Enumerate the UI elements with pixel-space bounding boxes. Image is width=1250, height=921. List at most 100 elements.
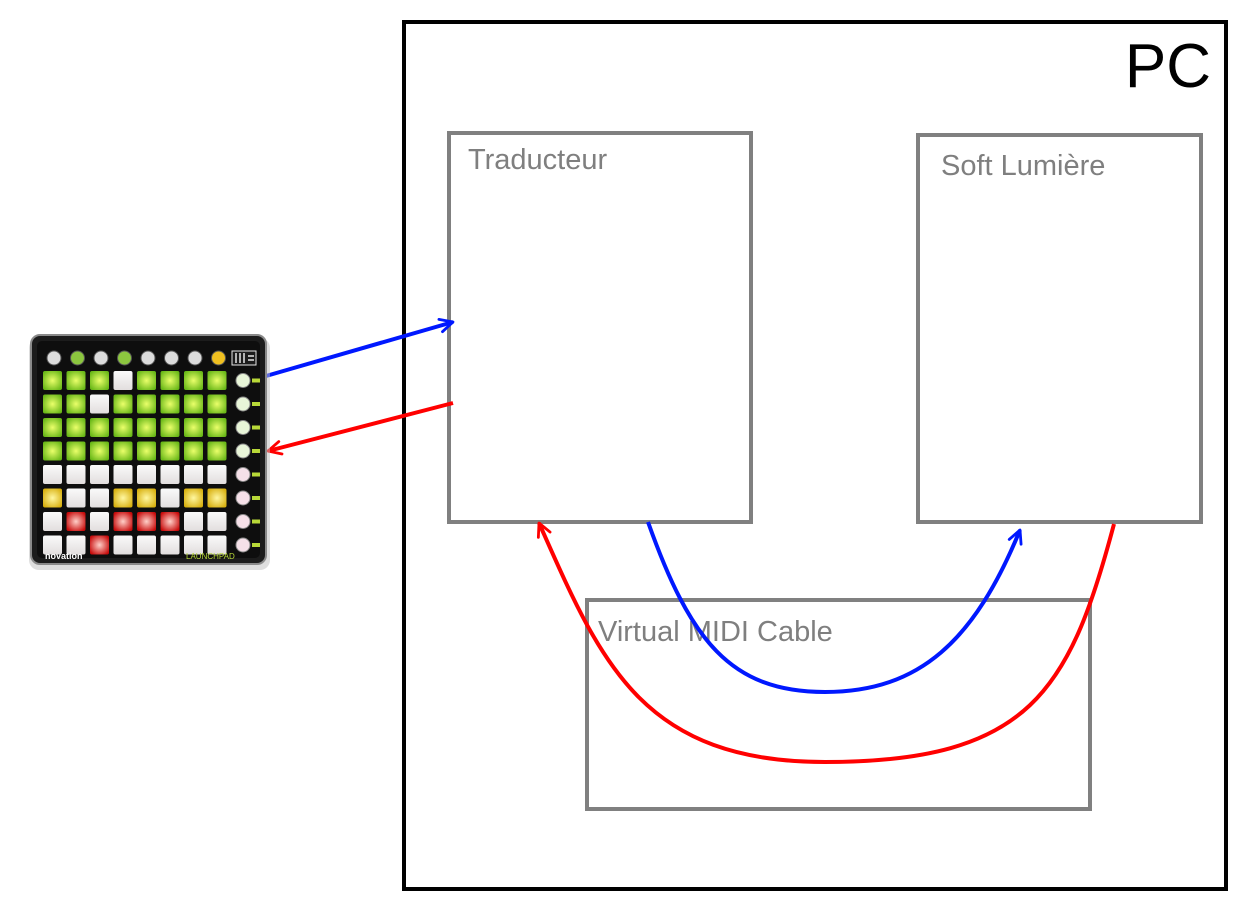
arrow-soft-lumiere-to-traducteur	[536, 521, 1116, 765]
side-led-tick	[252, 402, 260, 406]
pad-green	[90, 418, 109, 437]
pad-white	[90, 488, 109, 508]
pad-green	[160, 441, 180, 461]
top-round-button	[140, 350, 156, 366]
pad-white	[66, 488, 86, 508]
side-round-button	[235, 396, 251, 412]
pad-white	[207, 465, 227, 484]
pad-green	[160, 394, 180, 414]
pad-white	[90, 512, 109, 531]
pc-label: PC	[1125, 32, 1211, 101]
pad-green	[137, 441, 156, 461]
top-round-button	[187, 350, 203, 366]
pad-yellow	[113, 488, 133, 508]
pad-white	[160, 465, 180, 484]
pad-white	[43, 535, 62, 555]
pad-red	[160, 512, 180, 531]
pad-white	[66, 465, 86, 484]
pad-green	[137, 418, 156, 437]
pad-green	[113, 394, 133, 414]
pad-yellow	[207, 488, 227, 508]
pad-green	[184, 418, 203, 437]
pad-white	[137, 535, 156, 555]
pad-white	[184, 465, 203, 484]
pad-white	[90, 465, 109, 484]
top-button-row	[46, 350, 226, 366]
pad-green	[207, 441, 227, 461]
pad-white	[184, 512, 203, 531]
pad-green	[137, 371, 156, 390]
traducteur-box: Traducteur	[447, 131, 753, 524]
side-led-tick	[252, 378, 260, 383]
pad-white	[90, 394, 109, 414]
pad-red	[66, 512, 86, 531]
pad-green	[184, 441, 203, 461]
top-round-button	[117, 350, 132, 366]
side-round-button	[235, 420, 251, 435]
ableton-logo	[231, 350, 257, 366]
pad-red	[113, 512, 133, 531]
pad-red	[90, 535, 109, 555]
arrows	[265, 318, 1116, 765]
pad-green	[113, 418, 133, 437]
top-round-button	[93, 350, 109, 366]
pad-yellow	[184, 488, 203, 508]
side-round-button	[235, 490, 251, 506]
traducteur-label: Traducteur	[468, 144, 607, 176]
side-round-button	[235, 537, 251, 553]
side-led-tick	[252, 425, 260, 430]
arrow-traducteur-to-device	[266, 401, 454, 456]
top-round-button	[70, 350, 85, 366]
side-led-tick	[252, 543, 260, 547]
pc-frame	[402, 20, 1228, 891]
pad-white	[43, 512, 62, 531]
pad-yellow	[137, 488, 156, 508]
side-round-button	[235, 443, 251, 459]
launchpad-model: LAUNCHPAD	[186, 552, 235, 561]
virtual-midi-frame	[585, 598, 1092, 811]
virtual-midi-label: Virtual MIDI Cable	[598, 616, 833, 648]
pad-green	[66, 394, 86, 414]
soft-lumiere-frame	[916, 133, 1203, 524]
pad-green	[160, 371, 180, 390]
pc-container: PC	[402, 20, 1228, 891]
pad-white	[113, 371, 133, 390]
arrow-traducteur-to-soft-lumiere	[646, 521, 1023, 695]
pad-green	[137, 394, 156, 414]
pad-green	[66, 418, 86, 437]
virtual-midi-box: Virtual MIDI Cable	[585, 598, 1092, 811]
pad-green	[207, 394, 227, 414]
pad-green	[90, 371, 109, 390]
launchpad-brand: novation	[45, 551, 83, 561]
side-led-tick	[252, 496, 260, 500]
launchpad-device: novation LAUNCHPAD	[29, 334, 270, 570]
pad-green	[43, 418, 62, 437]
pad-green	[184, 394, 203, 414]
pad-white	[66, 535, 86, 555]
arrow-device-to-traducteur	[265, 318, 455, 378]
pad-green	[207, 371, 227, 390]
side-button-column	[235, 373, 260, 553]
side-led-tick	[252, 449, 260, 453]
pad-white	[137, 465, 156, 484]
pad-white	[160, 535, 180, 555]
top-round-button	[211, 350, 226, 366]
traducteur-frame	[447, 131, 753, 524]
pad-green	[66, 441, 86, 461]
pad-white	[43, 465, 62, 484]
soft-lumiere-label: Soft Lumière	[941, 150, 1105, 182]
pad-green	[184, 371, 203, 390]
pad-white	[207, 512, 227, 531]
pad-white	[160, 488, 180, 508]
side-led-tick	[252, 519, 260, 524]
pad-red	[137, 512, 156, 531]
pad-green	[113, 441, 133, 461]
pad-white	[113, 465, 133, 484]
side-round-button	[235, 514, 251, 529]
top-round-button	[164, 350, 179, 366]
side-led-tick	[252, 472, 260, 477]
pad-white	[113, 535, 133, 555]
pad-green	[43, 394, 62, 414]
pad-yellow	[43, 488, 62, 508]
